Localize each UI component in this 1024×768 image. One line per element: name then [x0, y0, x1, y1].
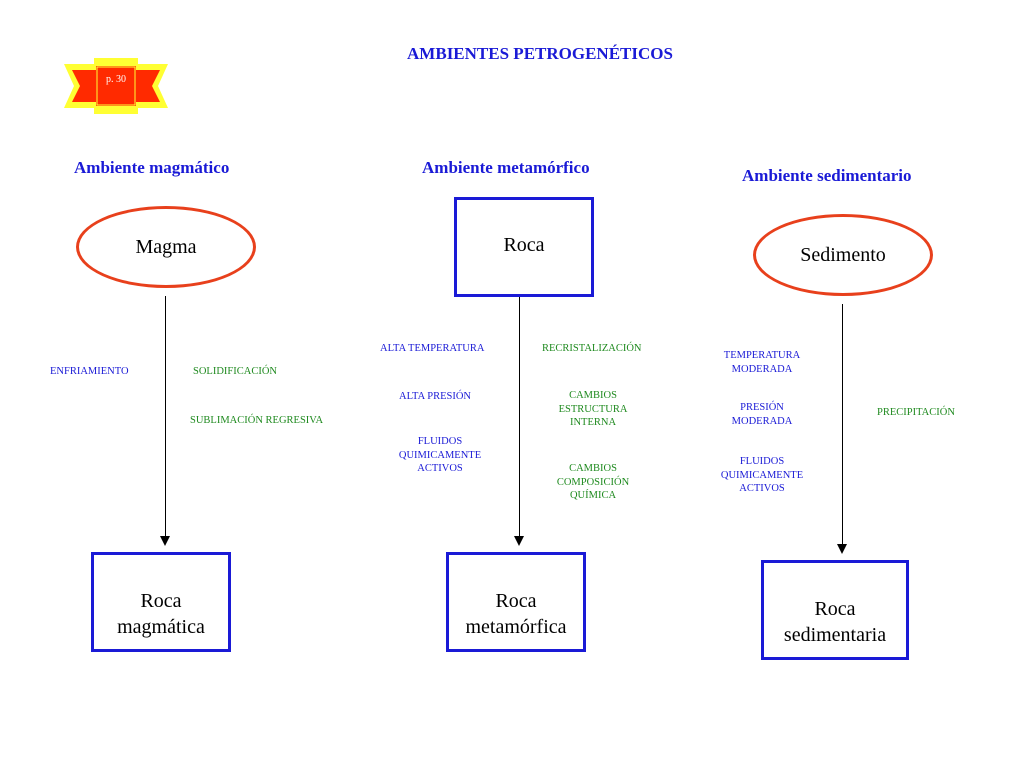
label-fluidos-meta: FLUIDOS QUIMICAMENTE ACTIVOS: [390, 435, 490, 476]
label-line: INTERNA: [569, 417, 617, 428]
roca-magmatica-line2: magmática: [117, 616, 205, 638]
magma-node: Magma: [76, 206, 256, 288]
heading-magmatic: Ambiente magmático: [74, 158, 230, 177]
label-line: QUIMICAMENTE: [720, 469, 804, 481]
roca-metamorfica-node: Roca metamórfica: [446, 552, 586, 652]
label-line: MODERADA: [731, 415, 793, 427]
label-alta-temperatura: ALTA TEMPERATURA: [380, 343, 485, 354]
label-line: CAMBIOS: [569, 390, 617, 401]
label-cambios-composicion: CAMBIOS COMPOSICIÓN QUÍMICA: [543, 462, 643, 503]
label-line: MODERADA: [731, 363, 793, 375]
label-line: QUIMICAMENTE: [398, 449, 482, 461]
roca-metamorfica-line1: Roca: [495, 590, 537, 612]
heading-metamorphic: Ambiente metamórfico: [422, 158, 590, 177]
label-line: QUÍMICA: [569, 490, 617, 501]
arrowhead-metamorphic: [514, 536, 524, 546]
roca-sedimentaria-line2: sedimentaria: [783, 624, 887, 646]
label-solidificacion: SOLIDIFICACIÓN: [193, 366, 277, 377]
label-line: PRESIÓN: [740, 402, 784, 413]
label-enfriamiento: ENFRIAMIENTO: [50, 366, 129, 377]
label-sublimacion: SUBLIMACIÓN REGRESIVA: [190, 415, 324, 426]
sedimento-label: Sedimento: [800, 243, 886, 266]
page-number: p. 30: [106, 74, 126, 85]
roca-metamorfica-line2: metamórfica: [465, 616, 567, 638]
label-line: FLUIDOS: [739, 456, 785, 467]
label-line: CAMBIOS: [569, 463, 617, 474]
label-presion-moderada: PRESIÓN MODERADA: [712, 401, 812, 428]
label-precipitacion: PRECIPITACIÓN: [877, 407, 955, 418]
label-recristalizacion: RECRISTALIZACIÓN: [542, 343, 642, 354]
label-fluidos-sed: FLUIDOS QUIMICAMENTE ACTIVOS: [712, 455, 812, 496]
page-title: AMBIENTES PETROGENÉTICOS: [407, 44, 673, 63]
label-line: ESTRUCTURA: [558, 403, 628, 415]
label-line: TEMPERATURA: [723, 350, 801, 361]
arrow-line-magmatic: [165, 296, 166, 538]
arrow-line-metamorphic: [519, 297, 520, 538]
label-line: ACTIVOS: [417, 463, 463, 474]
roca-magmatica-node: Roca magmática: [91, 552, 231, 652]
label-line: COMPOSICIÓN: [556, 476, 630, 488]
arrowhead-magmatic: [160, 536, 170, 546]
label-cambios-estructura: CAMBIOS ESTRUCTURA INTERNA: [543, 389, 643, 430]
roca-sedimentaria-line1: Roca: [814, 598, 856, 620]
label-alta-presion: ALTA PRESIÓN: [399, 391, 471, 402]
magma-label: Magma: [135, 235, 197, 258]
label-line: ACTIVOS: [739, 483, 785, 494]
roca-node: Roca: [454, 197, 594, 297]
heading-sedimentary: Ambiente sedimentario: [742, 166, 912, 185]
arrowhead-sedimentary: [837, 544, 847, 554]
roca-magmatica-line1: Roca: [140, 590, 182, 612]
page-badge-icon: [64, 58, 168, 114]
roca-label: Roca: [503, 234, 545, 256]
label-temperatura-moderada: TEMPERATURA MODERADA: [712, 349, 812, 376]
label-line: FLUIDOS: [417, 436, 463, 447]
arrow-line-sedimentary: [842, 304, 843, 546]
sedimento-node: Sedimento: [753, 214, 933, 296]
roca-sedimentaria-node: Roca sedimentaria: [761, 560, 909, 660]
